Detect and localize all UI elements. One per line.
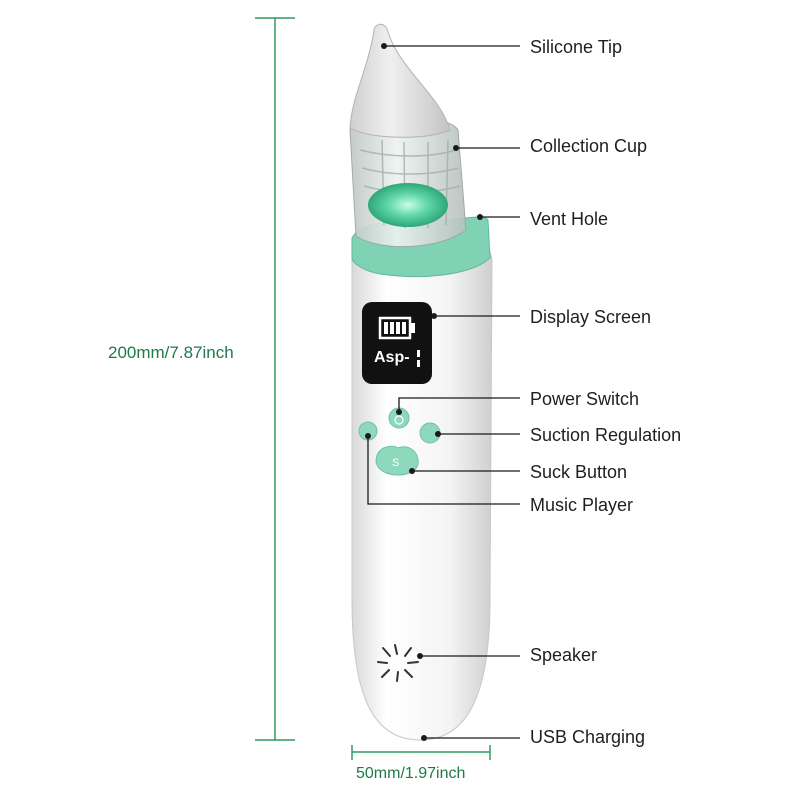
label-power-switch: Power Switch [530, 389, 640, 409]
width-dimension-line [351, 745, 491, 760]
leader-music-player [367, 436, 520, 505]
leader-power-switch [398, 397, 520, 412]
silicone-tip [349, 23, 451, 138]
green-glow [368, 183, 448, 227]
leader-lines [367, 45, 520, 739]
display-screen [362, 302, 432, 384]
label-usb-charging: USB Charging [530, 727, 646, 747]
screen-level-icon [417, 350, 420, 367]
leader-dots [365, 43, 483, 741]
label-display-screen: Display Screen [530, 307, 652, 327]
label-suction-regulation: Suction Regulation [530, 425, 682, 445]
height-dimension-line [255, 17, 295, 741]
height-dimension-label: 200mm/7.87inch [108, 343, 234, 362]
power-icon [394, 415, 404, 425]
label-silicone-tip: Silicone Tip [530, 37, 623, 57]
label-vent-hole: Vent Hole [530, 209, 609, 229]
suck-button[interactable] [375, 445, 419, 476]
width-dimension-label: 50mm/1.97inch [356, 765, 466, 782]
label-music-player: Music Player [530, 495, 634, 515]
screen-mode-text: Asp- [374, 349, 410, 366]
speaker-icon [377, 644, 419, 682]
label-speaker: Speaker [530, 645, 598, 665]
label-collection-cup: Collection Cup [530, 136, 648, 156]
suck-button-letter: S [392, 457, 399, 469]
label-suck-button: Suck Button [530, 462, 628, 482]
battery-icon [378, 316, 415, 340]
